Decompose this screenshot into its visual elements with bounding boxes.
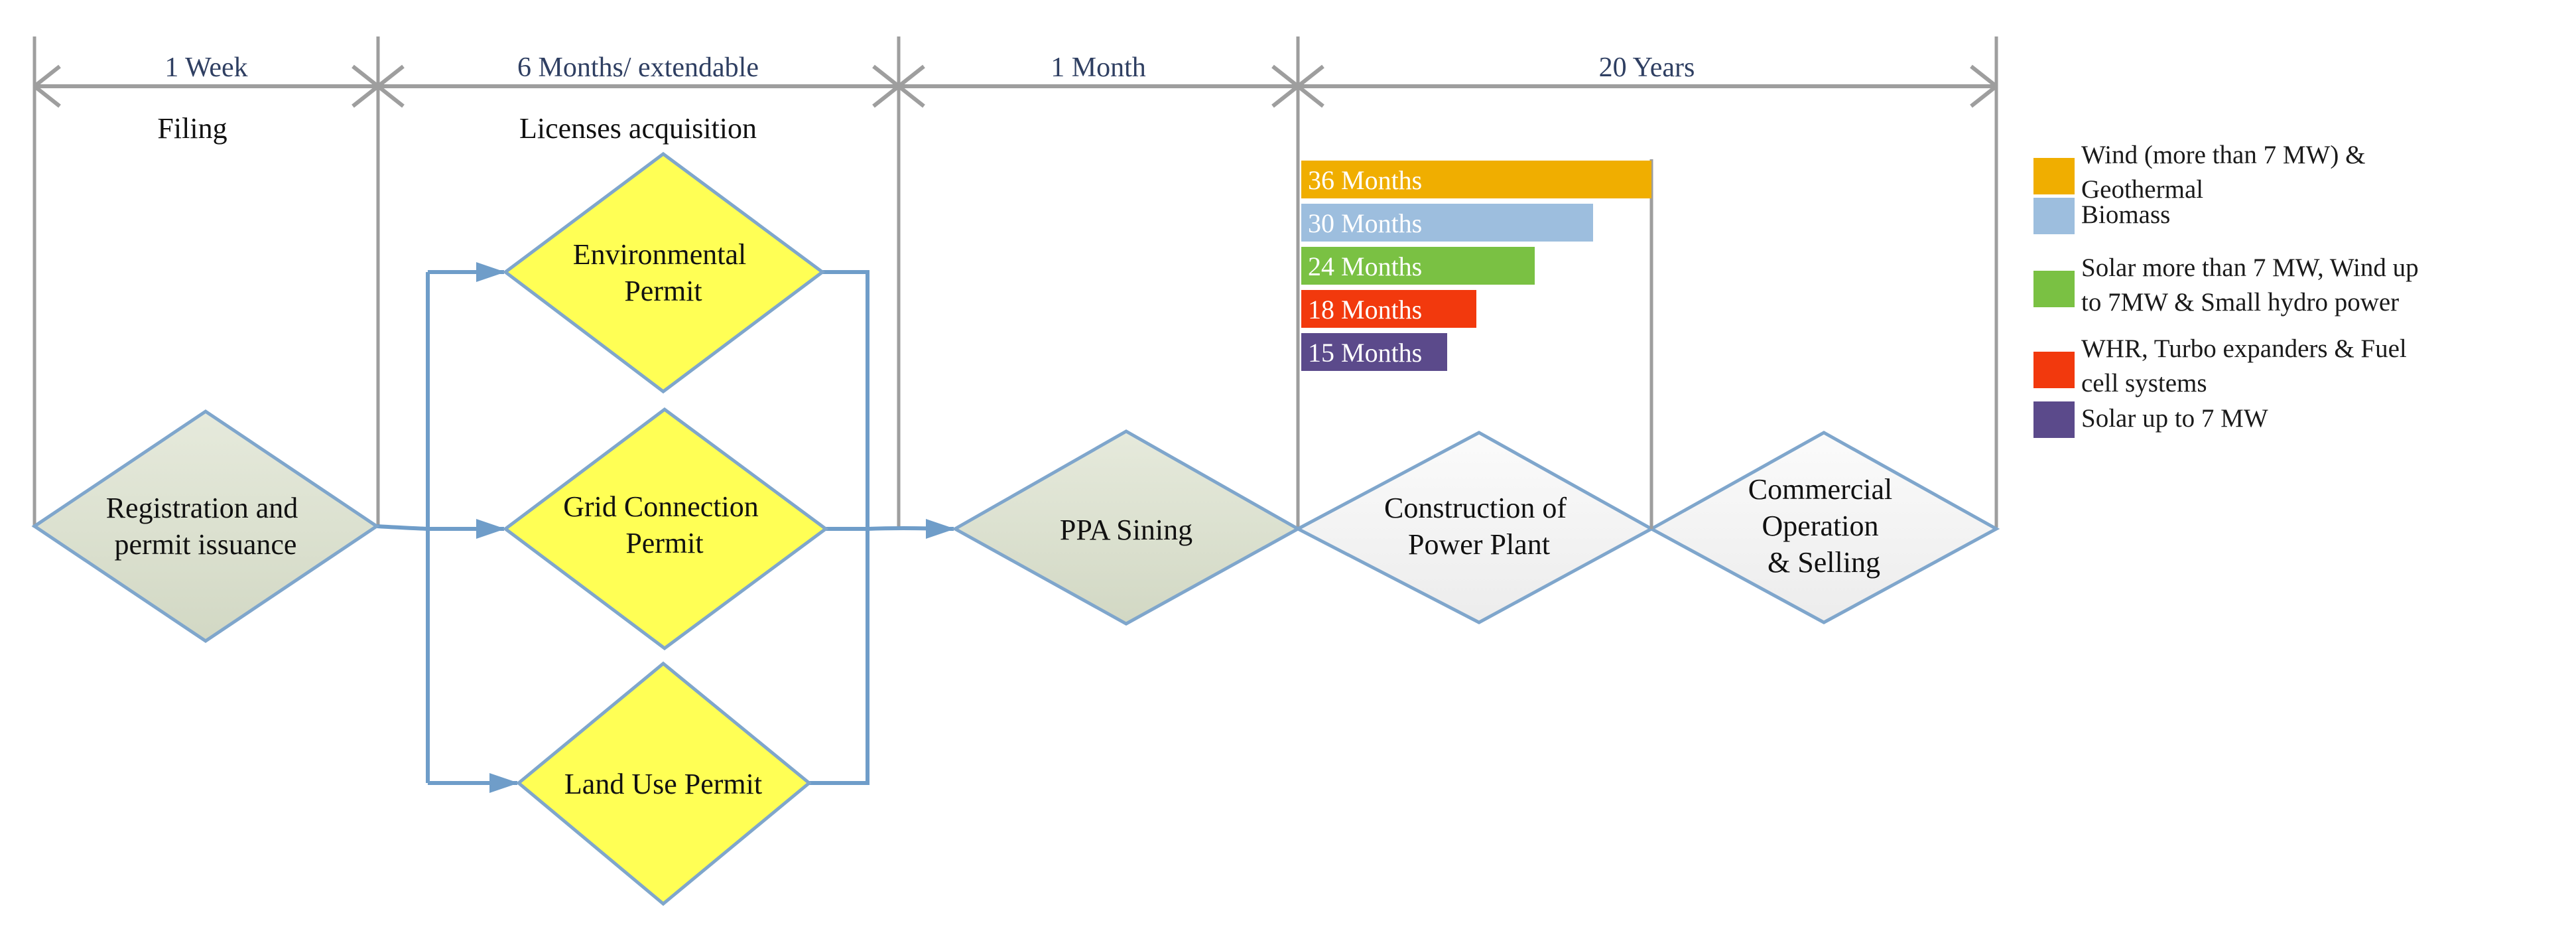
grid-connection-permit-label: Grid Connection Permit — [563, 490, 766, 559]
phase-duration-label: 6 Months/ extendable — [517, 52, 759, 83]
construction-duration-bars: 36 Months 30 Months 24 Months 18 Months 15 M… — [1301, 161, 1651, 371]
duration-bar-label: 18 Months — [1308, 295, 1422, 324]
commercial-operation-diamond — [1647, 431, 2000, 624]
land-use-permit-diamond — [516, 661, 812, 906]
legend-swatch — [2033, 271, 2075, 307]
node-labels: Registration and permit issuance Environ… — [106, 238, 1900, 800]
ppa-signing-label: PPA Sining — [1060, 514, 1192, 546]
legend-label: Wind (more than 7 MW) &Geothermal — [2081, 141, 2365, 204]
phase-duration-label: 1 Week — [164, 52, 247, 83]
legend-swatch — [2033, 158, 2075, 194]
duration-bar — [1301, 333, 1447, 371]
phase-dividers — [32, 36, 1998, 528]
phase-labels: 1 Week 6 Months/ extendable 1 Month 20 Y… — [157, 52, 1695, 145]
duration-bar — [1301, 204, 1593, 242]
construction-diamond — [1294, 431, 1655, 624]
phase-title: Licenses acquisition — [519, 112, 757, 145]
phase-title: Filing — [157, 112, 227, 145]
environmental-permit-diamond — [502, 151, 826, 394]
connector-line — [867, 519, 955, 539]
commercial-operation-label: Commercial Operation & Selling — [1748, 473, 1900, 579]
duration-bar-label: 36 Months — [1308, 165, 1422, 195]
legend-label: Biomass — [2081, 200, 2170, 229]
duration-bar-label: 30 Months — [1308, 208, 1422, 238]
phase-duration-label: 1 Month — [1051, 52, 1146, 83]
legend-label: Solar up to 7 MW — [2081, 404, 2268, 433]
connector-line — [376, 524, 428, 531]
flow-nodes — [31, 151, 2000, 906]
legend-swatch — [2033, 401, 2075, 438]
land-use-permit-label: Land Use Permit — [564, 768, 762, 800]
phase-duration-arrows — [33, 64, 1998, 108]
legend-swatch — [2033, 198, 2075, 234]
environmental-permit-label: Environmental Permit — [573, 238, 754, 307]
duration-bar-label: 15 Months — [1308, 338, 1422, 368]
double-arrow-3 — [897, 64, 1299, 108]
duration-bar — [1301, 161, 1651, 198]
construction-label: Construction of Power Plant — [1384, 492, 1574, 561]
duration-bar — [1301, 247, 1535, 285]
registration-label: Registration and permit issuance — [106, 492, 306, 561]
phase-duration-label: 20 Years — [1599, 52, 1695, 83]
grid-connection-permit-diamond — [502, 407, 829, 651]
registration-diamond — [31, 409, 380, 644]
double-arrow-4 — [1297, 64, 1998, 108]
legend-swatch — [2033, 352, 2075, 388]
legend: Wind (more than 7 MW) &GeothermalBiomass… — [2033, 141, 2419, 438]
duration-bar — [1301, 290, 1476, 328]
flow-connectors — [376, 262, 955, 793]
duration-bar-label: 24 Months — [1308, 251, 1422, 281]
double-arrow-2 — [377, 64, 900, 108]
double-arrow-1 — [33, 64, 379, 108]
